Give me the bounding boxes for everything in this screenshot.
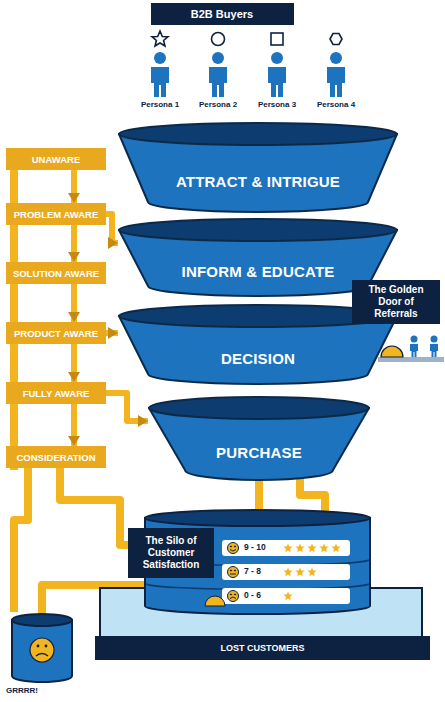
text-stack: LOST CUSTOMERS <box>221 643 305 653</box>
funnel-band-rim <box>119 123 397 145</box>
rating-label: 0 - 6 <box>244 590 261 600</box>
pipe-connector <box>71 284 77 322</box>
lost-bar: LOST CUSTOMERS <box>95 636 430 660</box>
text-stack: CONSIDERATION <box>17 452 96 463</box>
rating-stars <box>284 544 341 601</box>
callout-box: The Golden Door of Referrals <box>352 280 440 324</box>
awareness-box: PROBLEM AWARE <box>6 203 106 225</box>
silo-top <box>145 510 370 526</box>
node-label: The Silo of Customer Satisfaction <box>133 535 209 571</box>
title-box: B2B Buyers <box>151 3 294 25</box>
persona-body <box>209 67 227 97</box>
hexagon-icon <box>330 34 342 45</box>
node-label: INFORM & EDUCATE <box>118 263 398 280</box>
text-stack: The Golden Door of Referrals <box>357 284 435 320</box>
node-label: DECISION <box>118 350 398 367</box>
referral-person <box>410 344 418 357</box>
circle-icon <box>212 33 225 46</box>
text-stack: SOLUTION AWARE <box>13 268 99 279</box>
ramp-platform <box>378 357 444 362</box>
referral-person <box>411 336 418 343</box>
pipe-connector <box>71 404 77 446</box>
exclamation-label: GRRRR! <box>6 686 38 695</box>
awareness-box: SOLUTION AWARE <box>6 262 106 284</box>
text-stack: FULLY AWARE <box>23 388 90 399</box>
node-label: CONSIDERATION <box>17 452 96 463</box>
node-label: LOST CUSTOMERS <box>221 643 305 653</box>
persona-label: Persona 2 <box>199 100 237 109</box>
persona-label: Persona 4 <box>317 100 355 109</box>
referral-person <box>431 336 438 343</box>
rating-label: 7 - 8 <box>244 566 261 576</box>
text-stack: UNAWARE <box>32 154 81 165</box>
persona-label: Persona 1 <box>141 100 179 109</box>
persona-body <box>268 67 286 97</box>
referral-ramp <box>378 336 444 363</box>
silo-row <box>222 564 350 580</box>
node-label: UNAWARE <box>32 154 81 165</box>
smiley-faces <box>228 543 239 602</box>
funnel-band-rim <box>119 219 397 241</box>
drain-pipe <box>14 468 28 612</box>
node-label: FULLY AWARE <box>23 388 90 399</box>
node-label: ATTRACT & INTRIGUE <box>118 173 398 190</box>
funnel-stage: ATTRACT & INTRIGUE <box>118 122 398 214</box>
node-label: PRODUCT AWARE <box>14 328 98 339</box>
pipe-connector <box>71 170 77 203</box>
referral-person <box>430 344 438 357</box>
node-label: SOLUTION AWARE <box>13 268 99 279</box>
rating-label: 9 - 10 <box>244 542 266 552</box>
persona-body <box>327 67 345 97</box>
node-label: PROBLEM AWARE <box>14 209 99 220</box>
awareness-box: UNAWARE <box>6 148 106 170</box>
silo-door <box>205 596 225 606</box>
funnel-band-shape <box>148 396 370 482</box>
node-label: PURCHASE <box>148 444 370 461</box>
text-stack: PRODUCT AWARE <box>14 328 98 339</box>
persona-head <box>330 52 342 64</box>
text-stack: PROBLEM AWARE <box>14 209 99 220</box>
pipe-connector <box>106 330 118 336</box>
pipe-connector <box>106 393 148 421</box>
persona-body <box>151 67 169 97</box>
silo-row <box>222 588 350 604</box>
awareness-box: CONSIDERATION <box>6 446 106 468</box>
persona-head <box>212 52 224 64</box>
funnel-band-shape <box>118 122 398 214</box>
node-label: The Golden Door of Referrals <box>357 284 435 320</box>
silo-row <box>222 540 350 556</box>
persona-label: Persona 3 <box>258 100 296 109</box>
persona-head <box>154 52 166 64</box>
funnel-stage: PURCHASE <box>148 396 370 482</box>
text-stack: The Silo of Customer Satisfaction <box>133 535 209 571</box>
star-icon <box>152 31 168 46</box>
square-icon <box>271 33 283 45</box>
awareness-box: FULLY AWARE <box>6 382 106 404</box>
funnel-band-rim <box>149 397 369 419</box>
unhappy-bucket <box>12 614 72 682</box>
pipe-connector <box>106 214 118 243</box>
awareness-box: PRODUCT AWARE <box>6 322 106 344</box>
persona-figures <box>151 31 345 97</box>
golden-door <box>381 346 403 357</box>
persona-head <box>271 52 283 64</box>
pipe-connector <box>71 344 77 382</box>
pipe-connector <box>71 225 77 262</box>
callout-box: The Silo of Customer Satisfaction <box>128 528 214 578</box>
